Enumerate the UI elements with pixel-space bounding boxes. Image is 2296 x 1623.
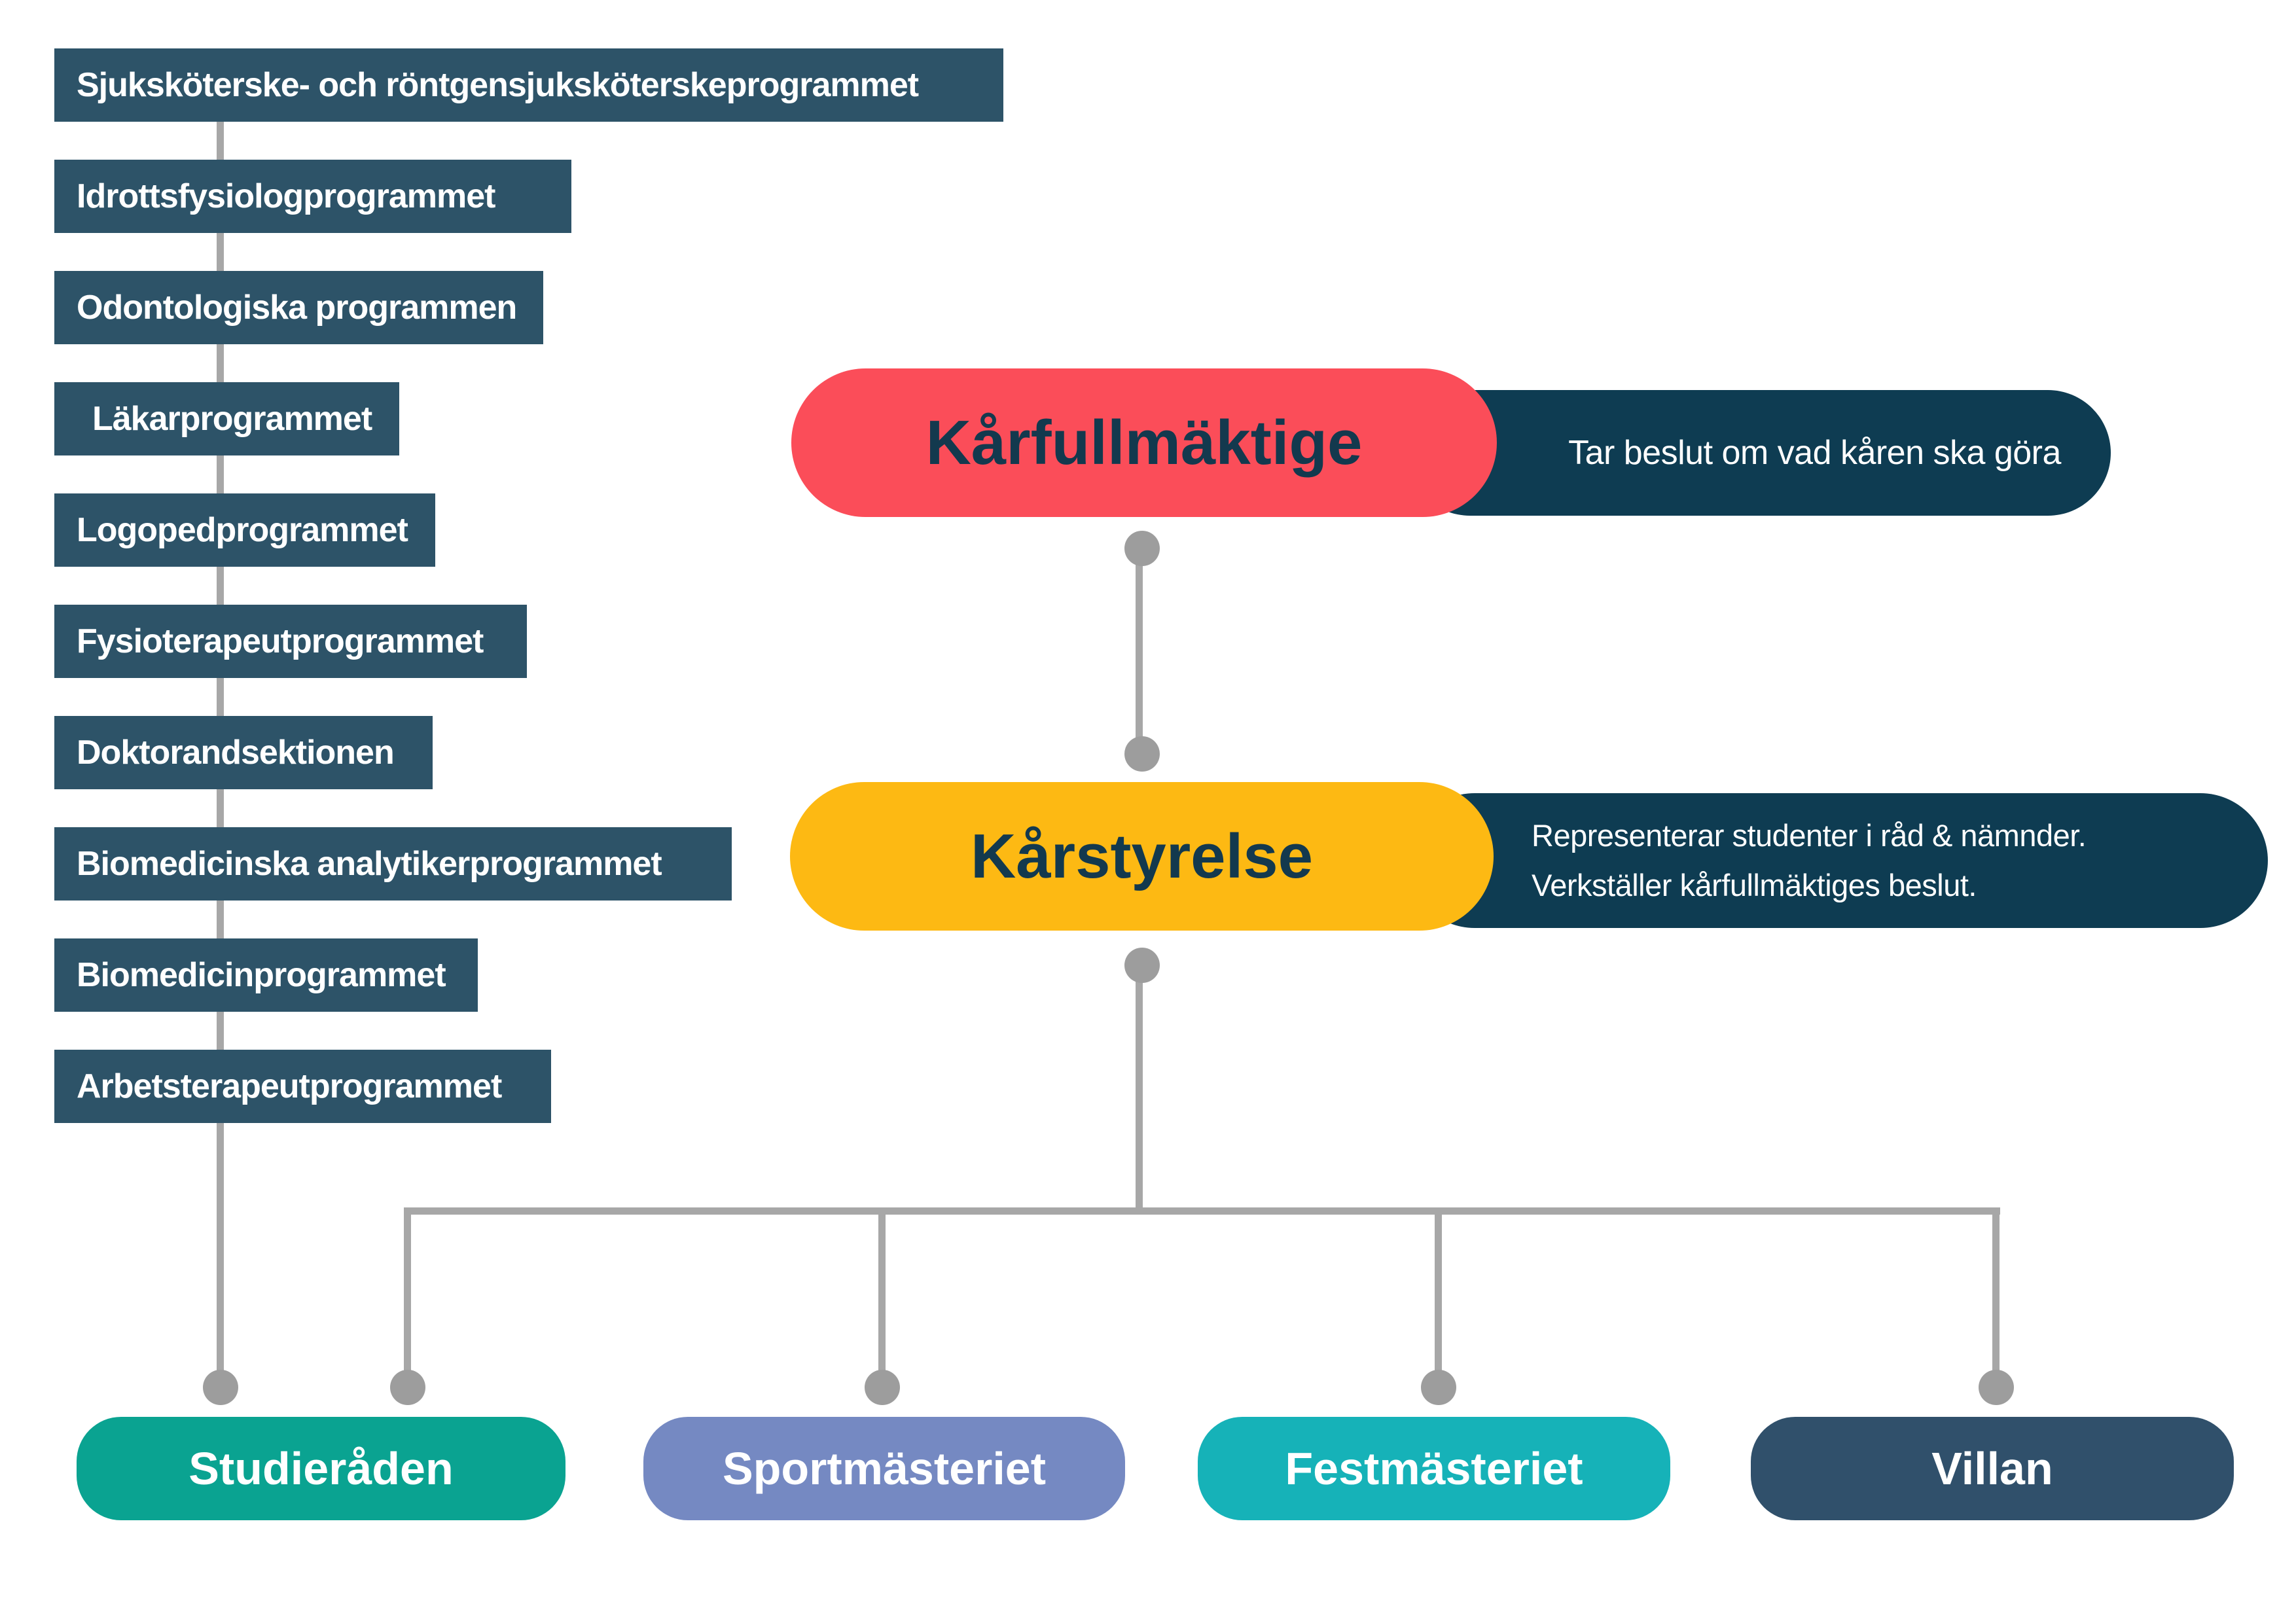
program-box: Arbetsterapeutprogrammet [54,1050,551,1123]
program-box: Logopedprogrammet [54,493,435,567]
unit-label: Studieråden [188,1443,454,1494]
connector-dot [865,1370,900,1405]
connector-dot [203,1370,238,1405]
karfullmaktige-label: Kårfullmäktige [925,407,1363,478]
karstyrelse-pill: Kårstyrelse [790,782,1494,931]
unit-pill-sportmasteriet: Sportmästeriet [643,1417,1125,1520]
program-box: Sjuksköterske- och röntgensjuksköterskep… [54,48,1003,122]
karfullmaktige-karstyrelse-connector-line [1136,548,1143,754]
connector-dot [390,1370,425,1405]
tree-horizontal-connector-line [404,1207,2000,1215]
connector-dot [1124,736,1160,772]
connector-dot [1979,1370,2014,1405]
program-label: Biomedicinprogrammet [77,956,446,994]
unit-label: Villan [1931,1443,2053,1494]
program-label: Doktorandsektionen [77,734,395,772]
program-box: Biomedicinska analytikerprogrammet [54,827,732,901]
karstyrelse-tree-connector-line [1136,965,1143,1211]
unit-label: Festmästeriet [1285,1443,1583,1494]
karfullmaktige-description: Tar beslut om vad kåren ska göra [1568,434,2061,472]
program-label: Arbetsterapeutprogrammet [77,1067,502,1105]
program-box: Läkarprogrammet [54,382,399,455]
unit-pill-studieraden: Studieråden [77,1417,565,1520]
connector-dot [1421,1370,1456,1405]
villan-drop-line [1992,1207,2000,1387]
program-box: Odontologiska programmen [54,271,543,344]
unit-pill-festmasteriet: Festmästeriet [1198,1417,1670,1520]
karfullmaktige-pill: Kårfullmäktige [791,368,1497,517]
studieraden-drop-line [404,1207,411,1387]
karfullmaktige-description-pill: Tar beslut om vad kåren ska göra [1407,390,2111,516]
program-label: Idrottsfysiologprogrammet [77,177,495,215]
sportmasteriet-drop-line [878,1207,886,1387]
program-box: Idrottsfysiologprogrammet [54,160,571,233]
program-box: Biomedicinprogrammet [54,938,478,1012]
program-label: Sjuksköterske- och röntgensjuksköterskep… [77,66,919,104]
festmasteriet-drop-line [1435,1207,1442,1387]
program-label: Biomedicinska analytikerprogrammet [77,845,662,883]
unit-label: Sportmästeriet [722,1443,1047,1494]
program-box: Doktorandsektionen [54,716,433,789]
program-label: Läkarprogrammet [92,400,372,438]
program-box: Fysioterapeutprogrammet [54,605,527,678]
program-label: Fysioterapeutprogrammet [77,622,484,660]
karstyrelse-label: Kårstyrelse [970,821,1314,891]
unit-pill-villan: Villan [1751,1417,2234,1520]
karstyrelse-description-line2: Verkställer kårfullmäktiges beslut. [1532,868,1977,902]
connector-dot [1124,948,1160,983]
connector-dot [1124,531,1160,566]
karstyrelse-description-line1: Representerar studenter i råd & nämnder. [1532,818,2087,853]
karstyrelse-description-pill: Representerar studenter i råd & nämnder.… [1407,793,2268,928]
program-label: Odontologiska programmen [77,289,517,327]
program-label: Logopedprogrammet [77,511,408,549]
